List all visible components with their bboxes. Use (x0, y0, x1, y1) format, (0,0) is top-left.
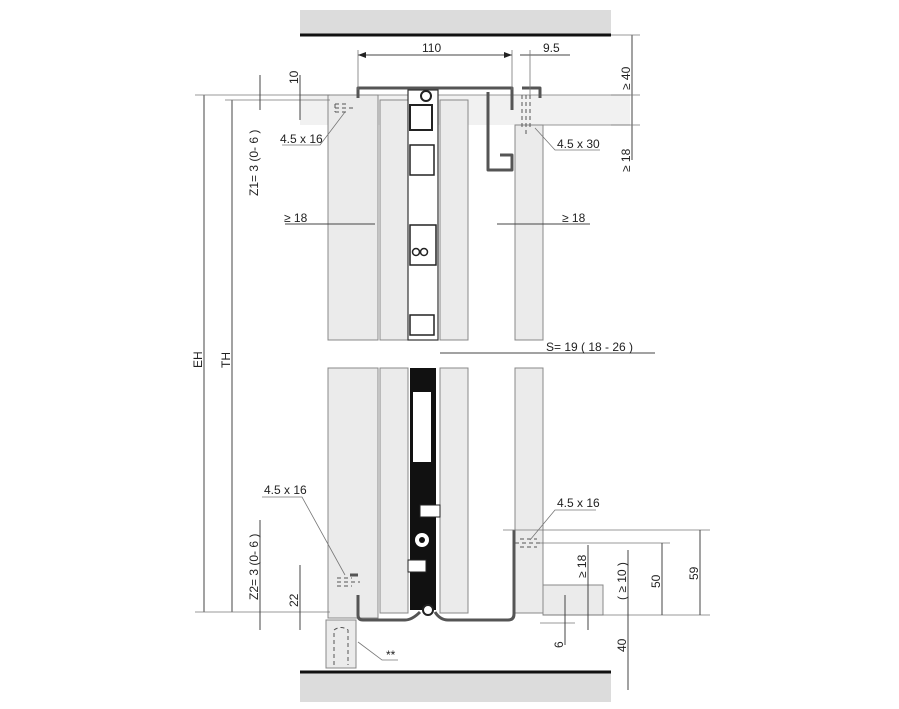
dim-left-panel: ≥ 18 (284, 211, 308, 225)
dim-6: 6 (552, 641, 566, 648)
dim-110: 110 (422, 41, 441, 55)
screw-label-top-right: 4.5 x 30 (557, 137, 600, 151)
top-track-profile (356, 86, 542, 110)
dim-9-5: 9.5 (543, 41, 560, 55)
door-2-upper (439, 99, 469, 341)
top-ceiling-panel (300, 10, 611, 35)
screw-top-right-icon (521, 95, 531, 135)
floor-panel (300, 672, 611, 702)
dim-bottom-10: ( ≥ 10 ) (615, 562, 629, 600)
dim-th: TH (219, 352, 233, 368)
dim-top-thickness: ≥ 18 (619, 148, 633, 172)
dim-top-gap: ≥ 40 (619, 66, 633, 90)
right-side-panel-lower (514, 367, 544, 614)
dim-59: 59 (687, 566, 701, 580)
dim-bottom-40: 40 (615, 638, 629, 652)
dim-s: S= 19 ( 18 - 26 ) (546, 340, 633, 354)
screw-label-top-left: 4.5 x 16 (280, 132, 323, 146)
screw-label-bottom-left: 4.5 x 16 (264, 483, 307, 497)
dim-50: 50 (649, 574, 663, 588)
door-1-lower (379, 367, 409, 614)
dim-eh: EH (191, 351, 205, 368)
dim-right-panel: ≥ 18 (562, 211, 586, 225)
dim-bottom-18: ≥ 18 (575, 554, 589, 578)
right-side-panel-upper (514, 124, 544, 341)
footnote-mark: ** (386, 648, 396, 662)
screw-top-left-icon (334, 103, 355, 113)
door-1-upper (379, 99, 409, 341)
dim-10: 10 (287, 70, 301, 84)
dim-22: 22 (287, 593, 301, 607)
dim-z1: Z1= 3 (0- 6 ) (247, 130, 261, 196)
left-side-panel-lower (327, 367, 379, 619)
door-2-lower (439, 367, 469, 614)
screw-bottom-left-icon (337, 577, 360, 587)
dim-z2: Z2= 3 (0- 6 ) (247, 534, 261, 600)
left-side-panel-upper (327, 94, 379, 341)
running-gear-upper (407, 89, 439, 341)
screw-label-bottom-right: 4.5 x 16 (557, 496, 600, 510)
bottom-track-profile (356, 595, 422, 622)
screw-bottom-right-icon (515, 538, 540, 548)
